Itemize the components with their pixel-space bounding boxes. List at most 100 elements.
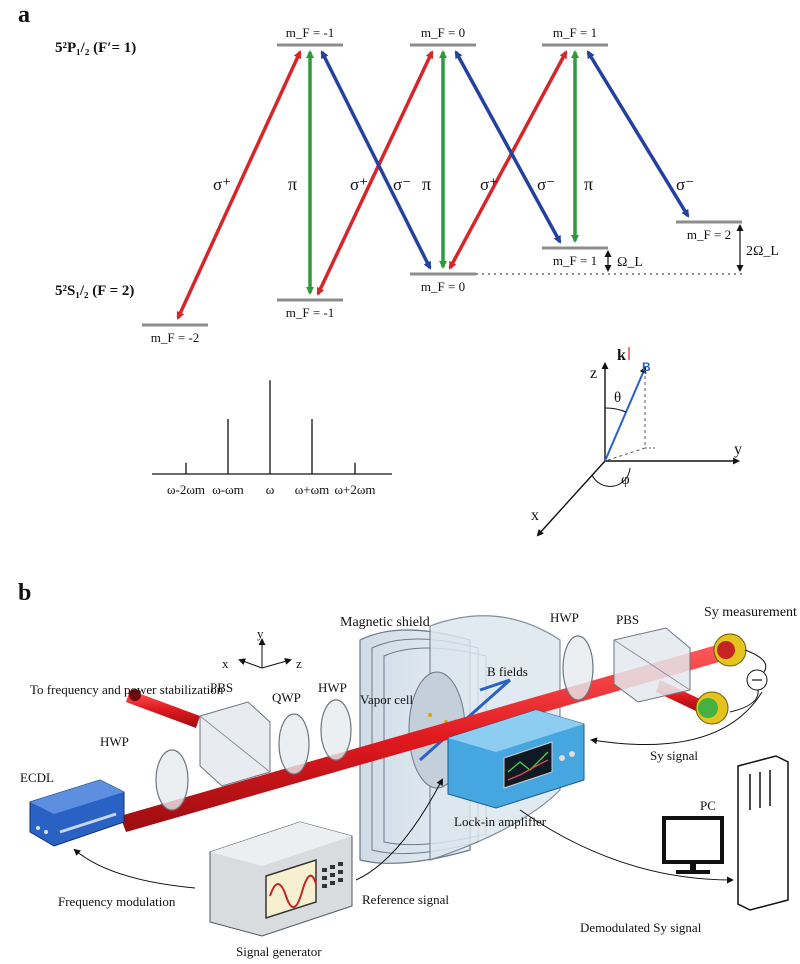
siggen-key <box>322 876 327 880</box>
x-axis <box>536 460 606 537</box>
ecdl-connector <box>44 830 48 834</box>
signal-flow <box>73 691 763 889</box>
qwp-plate <box>278 713 310 775</box>
demodulated-label: Demodulated Sy signal <box>580 920 702 935</box>
pbs-label: PBS <box>616 612 639 627</box>
ground-level-label: m_F = -1 <box>286 305 335 320</box>
pbs-diagonal <box>199 715 271 773</box>
modulation-spectrum: ω-2ωm ω-ωm ω ω+ωm ω+2ωm <box>152 380 392 497</box>
phi-label: φ <box>621 472 630 488</box>
sigma-plus-label: σ⁺ <box>480 175 498 194</box>
computer <box>662 755 789 911</box>
two-omega-l-label: 2Ω_L <box>746 244 779 259</box>
pbs-cube-2 <box>613 627 691 703</box>
detector-wire <box>729 689 759 713</box>
b-field-rod <box>479 678 511 692</box>
ecdl-label: ECDL <box>20 770 54 785</box>
setup-axes: y x z <box>222 626 302 671</box>
sigma-minus-label: σ⁻ <box>537 175 555 194</box>
vapor-cell-label: Vapor cell <box>360 692 413 707</box>
optics <box>155 627 691 811</box>
signal-generator-label: Signal generator <box>236 944 322 959</box>
excited-term: 5²P₁/₂ <box>55 40 90 56</box>
frequency-modulation-label: Frequency modulation <box>58 894 176 909</box>
projection-line <box>604 447 646 462</box>
ground-qn: (F = 2) <box>92 283 134 299</box>
coordinate-system: z y x θ φ k B <box>531 347 742 537</box>
signal-generator <box>209 821 353 937</box>
b-fields-label: B fields <box>487 664 528 679</box>
spectrum-tick-label: ω+ωm <box>295 482 330 497</box>
lockin-knob <box>559 755 565 761</box>
lockin-trace <box>507 759 549 781</box>
hwp-plate <box>155 749 189 811</box>
transition-labels: σ⁺ σ⁺ σ⁺ π π π σ⁻ σ⁻ σ⁻ <box>213 174 694 194</box>
hwp-label: HWP <box>550 610 579 625</box>
excited-level-label: m_F = -1 <box>286 25 335 40</box>
magnetic-shield-label: Magnetic shield <box>340 615 430 630</box>
siggen-top <box>210 822 352 866</box>
theta-arc <box>604 407 627 413</box>
pc-tower <box>737 755 789 911</box>
sigma-minus-arrow <box>586 50 690 218</box>
pbs-diagonal <box>613 639 691 691</box>
ground-term: 5²S₁/₂ <box>55 283 89 299</box>
panel-a: a 5²P₁/₂ (F′= 1) 5²S₁/₂ (F = 2) m_F = -1… <box>18 2 779 537</box>
b-field-vector <box>604 366 647 462</box>
demodulated-signal-arrow <box>519 809 734 884</box>
lockin-amplifier <box>447 709 585 809</box>
excited-state-label: 5²P₁/₂ (F′= 1) <box>55 40 136 56</box>
setup-z-label: z <box>296 656 302 671</box>
spectrum-tick-label: ω+2ωm <box>334 482 375 497</box>
sigma-minus-arrow <box>454 50 562 244</box>
reference-signal-arrow <box>355 778 443 881</box>
stabilization-beam <box>126 690 200 728</box>
photodetector-lens <box>698 698 718 718</box>
spectrum-tick-label: ω-2ωm <box>167 482 205 497</box>
ground-level-label: m_F = 2 <box>687 227 731 242</box>
excited-level-label: m_F = 0 <box>421 25 465 40</box>
sigma-plus-arrow <box>316 50 434 296</box>
setup-y-label: y <box>257 626 264 641</box>
ground-level-label: m_F = -2 <box>151 330 200 345</box>
setup-labels: To frequency and power stabilization HWP… <box>20 605 797 959</box>
ecdl-top <box>30 780 124 814</box>
k-vector-label: k <box>617 347 626 364</box>
sigma-plus-arrow <box>448 50 568 270</box>
hwp-label: HWP <box>100 734 129 749</box>
excited-levels: m_F = -1 m_F = 0 m_F = 1 <box>277 25 608 47</box>
sigma-minus-arrow <box>320 50 432 270</box>
y-axis-label: y <box>734 441 742 458</box>
lockin-top <box>448 710 584 752</box>
setup-x-axis <box>238 658 263 669</box>
photodetector-lens <box>717 641 735 659</box>
vapor-atom <box>428 713 432 717</box>
sine-wave-icon <box>269 874 317 908</box>
siggen-key <box>330 881 335 885</box>
siggen-key <box>338 870 343 874</box>
siggen-key <box>338 878 343 882</box>
sy-measurement-label: Sy measurement <box>704 605 797 620</box>
setup-z-axis <box>261 658 292 669</box>
monitor-base <box>676 870 710 874</box>
transition-arrows <box>176 50 690 320</box>
beam-end <box>129 689 141 701</box>
panel-a-label: a <box>18 2 30 28</box>
lockin-trace <box>507 751 549 773</box>
omega-l-label: Ω_L <box>617 255 643 270</box>
pc-label: PC <box>700 798 716 813</box>
pbs-cube <box>199 701 271 787</box>
hwp-plate <box>562 635 594 701</box>
hwp-label: HWP <box>318 680 347 695</box>
pi-label: π <box>288 174 297 194</box>
ground-level-label: m_F = 1 <box>553 253 597 268</box>
lockin-knob <box>569 751 575 757</box>
siggen-key <box>338 862 343 866</box>
siggen-key <box>322 884 327 888</box>
lockin-label: Lock-in amplifier <box>454 814 547 829</box>
hwp-plate <box>320 699 352 761</box>
siggen-key <box>330 865 335 869</box>
sigma-minus-label: σ⁻ <box>676 175 694 194</box>
detectors <box>695 633 768 725</box>
